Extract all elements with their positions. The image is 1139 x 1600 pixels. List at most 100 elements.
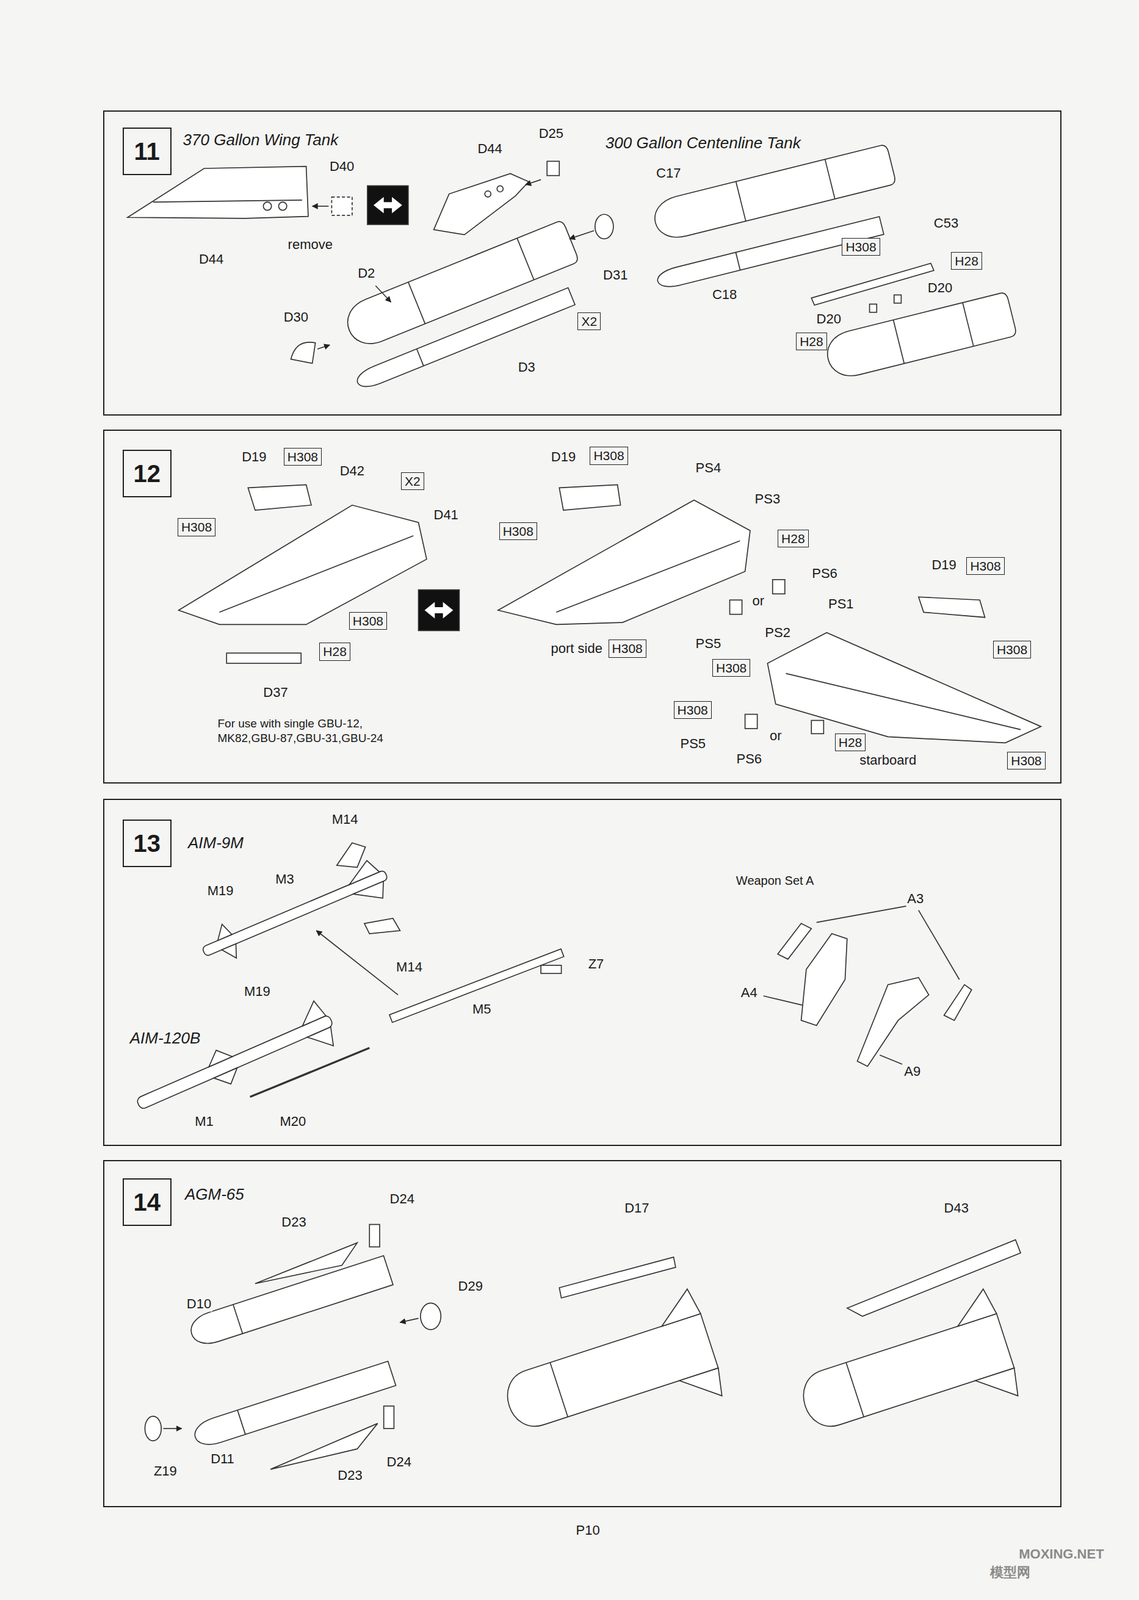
leader-arrow: [399, 1318, 419, 1323]
part-label: D19: [549, 449, 577, 465]
part-tag: H28: [795, 332, 828, 351]
small-part: [772, 579, 785, 594]
step-number: 14: [133, 1190, 161, 1215]
part-tag: H308: [841, 238, 880, 256]
part-number: H308: [1010, 753, 1042, 769]
watermark: 模型网: [988, 1565, 1032, 1581]
small-part: [559, 484, 621, 511]
flip-symbol: [367, 185, 409, 225]
part-label: M5: [471, 1001, 493, 1017]
seam: [893, 319, 904, 364]
launch-rail: [559, 1257, 676, 1299]
seam: [549, 1363, 568, 1418]
step-panel: 370 Gallon Wing Tank300 Gallon Centenlin…: [103, 110, 1062, 416]
part-label: M14: [394, 959, 424, 975]
part-label: M3: [274, 872, 296, 888]
fin: [353, 881, 390, 909]
seam: [517, 238, 535, 280]
part-label: A9: [902, 1063, 922, 1080]
step-number: 12: [133, 461, 161, 486]
step-panel: For use with single GBU-12, MK82,GBU-87,…: [103, 429, 1062, 784]
note-text: remove: [286, 237, 334, 253]
tank-half: [655, 216, 884, 291]
step-number: 11: [133, 139, 160, 164]
leader-line: [918, 910, 960, 981]
part-tag: H28: [950, 252, 983, 270]
small-part: [369, 1225, 380, 1248]
part-label: C18: [711, 287, 738, 303]
part-number: H28: [781, 531, 806, 547]
lens-part: [144, 1416, 162, 1442]
part-tag: X2: [577, 312, 601, 331]
seam: [736, 181, 746, 221]
small-part: [730, 600, 743, 615]
fin: [307, 1027, 339, 1055]
part-tag: H308: [1007, 752, 1045, 770]
part-label: M19: [242, 984, 272, 1000]
part-label: D23: [280, 1214, 308, 1230]
part-tag: H308: [712, 659, 751, 677]
flip-symbol: [418, 590, 460, 632]
part-label: A3: [905, 891, 925, 907]
part-tag: H28: [319, 642, 351, 661]
part-label: Z7: [587, 956, 606, 972]
seeker-part: [857, 977, 930, 1067]
fin: [975, 1368, 1024, 1408]
part-number: X2: [581, 313, 597, 330]
part-label: D11: [209, 1451, 236, 1467]
panel-heading: For use with single GBU-12, MK82,GBU-87,…: [217, 716, 395, 746]
part-label: C53: [932, 216, 960, 232]
fin-part: [270, 1424, 378, 1470]
leader-arrow: [525, 179, 541, 185]
part-number: H308: [593, 448, 624, 464]
disc-part: [420, 1303, 441, 1330]
pylon-part: [178, 505, 427, 626]
part-label: D10: [185, 1296, 213, 1312]
missile-body: [796, 1314, 1015, 1434]
missile-body: [202, 870, 389, 958]
part-label: C17: [654, 166, 682, 182]
seam: [408, 282, 426, 324]
part-tag: H28: [835, 733, 867, 752]
seam: [735, 252, 740, 271]
leader-arrow: [317, 344, 330, 350]
flip-arrow: [373, 197, 403, 214]
part-label: D31: [601, 267, 629, 284]
part-label: M19: [206, 883, 236, 899]
small-part: [894, 294, 902, 303]
fin-part: [364, 918, 401, 934]
hole: [484, 191, 491, 198]
part-label: D20: [926, 280, 954, 296]
hole: [278, 202, 287, 210]
part-label: D44: [197, 251, 225, 267]
part-label: D43: [943, 1200, 970, 1216]
seam: [416, 349, 424, 367]
part-label: PS5: [679, 736, 708, 752]
part-number: H308: [715, 660, 747, 676]
small-part: [944, 985, 972, 1022]
part-label: PS6: [734, 751, 763, 767]
launch-rail: [389, 949, 565, 1023]
part-number: H308: [845, 239, 876, 255]
part-label: A4: [739, 985, 759, 1001]
part-label: D19: [240, 449, 268, 465]
part-tag: X2: [401, 472, 425, 491]
panel-line: [556, 540, 740, 613]
panel-heading: AGM-65: [184, 1185, 245, 1205]
fin: [212, 922, 232, 941]
part-label: PS4: [694, 460, 723, 477]
part-tag: H308: [993, 640, 1031, 659]
note-text: port side: [549, 641, 604, 657]
part-number: H28: [954, 253, 979, 269]
part-label: D44: [476, 141, 503, 157]
part-tag: H308: [608, 639, 647, 658]
part-label: D2: [356, 265, 377, 281]
leader-line: [763, 996, 803, 1006]
part-label: PS5: [694, 636, 723, 652]
step-number-box: 11: [122, 127, 172, 176]
part-number: H308: [677, 702, 709, 718]
fin: [203, 1045, 232, 1067]
fin: [213, 1068, 242, 1090]
seam: [846, 1363, 864, 1418]
part-number: H28: [799, 333, 824, 350]
